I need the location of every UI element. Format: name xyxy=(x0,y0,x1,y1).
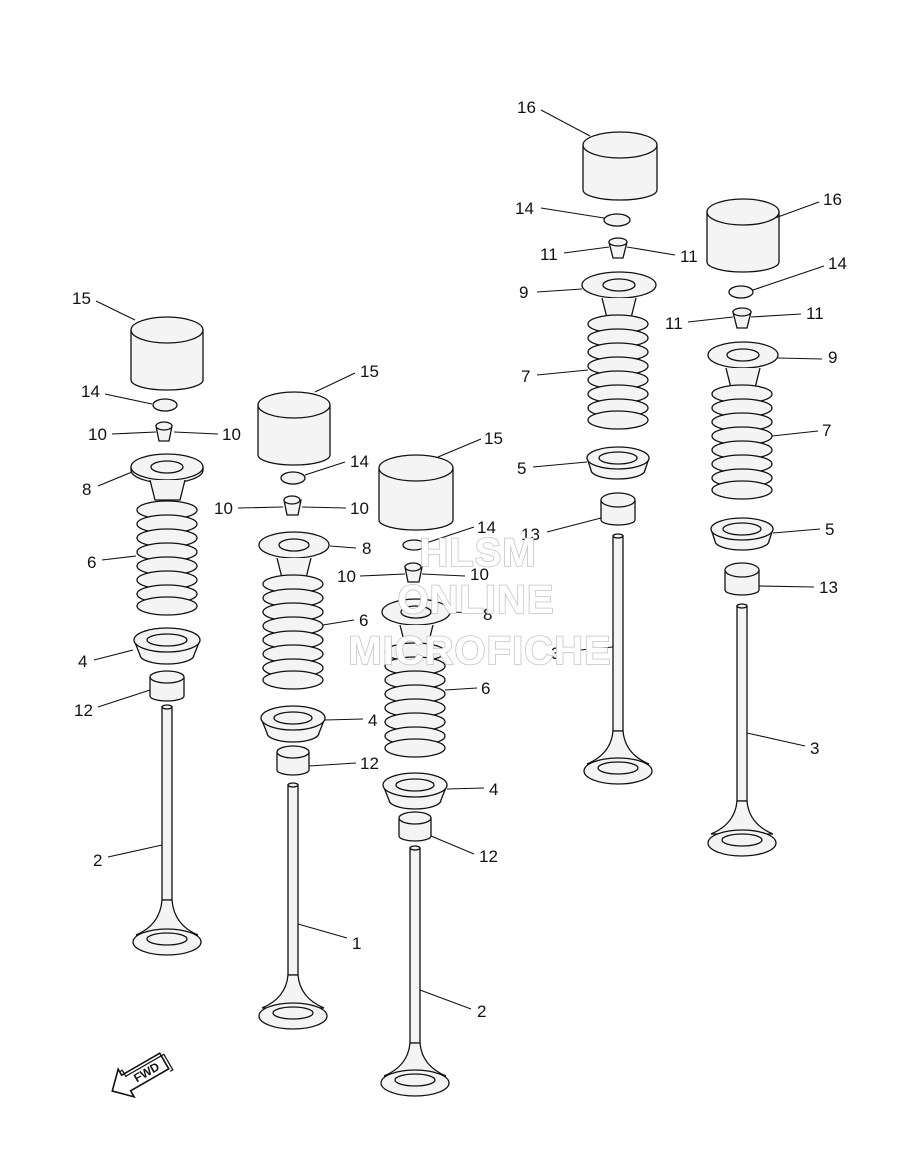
fwd-arrow-icon: FWD xyxy=(111,1052,174,1099)
callout-9-d: 9 xyxy=(519,283,528,302)
cotter-11-e xyxy=(732,307,752,329)
tappet-15-b xyxy=(257,391,331,466)
callout-11-d-right: 11 xyxy=(680,247,698,266)
callout-10-b-left: 10 xyxy=(214,499,233,518)
shim-14-e xyxy=(728,285,754,299)
tappet-15-c xyxy=(378,454,454,531)
callout-5-e: 5 xyxy=(825,520,834,539)
callout-11-e-right: 11 xyxy=(806,304,824,323)
valve-assembly-d xyxy=(581,131,658,785)
callout-15-b: 15 xyxy=(360,362,379,381)
shim-14-d xyxy=(603,213,631,227)
callout-4-b: 4 xyxy=(368,711,377,730)
shim-14-b xyxy=(280,471,306,485)
tappet-15-a xyxy=(130,316,204,391)
callout-14-d: 14 xyxy=(515,199,534,218)
valve-assembly-a xyxy=(130,316,204,956)
spring-seat-4-a xyxy=(133,627,201,665)
callout-8-c: 8 xyxy=(483,605,492,624)
callout-7-d: 7 xyxy=(521,367,530,386)
retainer-9-e xyxy=(707,341,779,389)
watermark-line-2: ONLINE xyxy=(397,578,554,622)
callout-12-b: 12 xyxy=(360,754,379,773)
watermark: HLSM ONLINE MICROFICHE xyxy=(348,530,612,674)
callout-2-c: 2 xyxy=(477,1002,486,1021)
valve-3-d xyxy=(583,533,653,785)
callout-10-b-right: 10 xyxy=(350,499,369,518)
spring-7-e xyxy=(711,384,773,500)
shim-14-a xyxy=(152,398,178,412)
callout-6-c: 6 xyxy=(481,679,490,698)
callout-10-a-right: 10 xyxy=(222,425,241,444)
callout-12-c: 12 xyxy=(479,847,498,866)
callout-8-b: 8 xyxy=(362,539,371,558)
lifter-16-e xyxy=(706,198,780,273)
callout-labels: 15 14 10 10 8 6 4 12 2 15 14 10 10 8 6 4… xyxy=(72,98,847,1021)
retainer-8-b xyxy=(258,531,330,579)
spring-seat-4-c xyxy=(382,772,448,810)
callout-4-c: 4 xyxy=(489,780,498,799)
valve-2-a xyxy=(132,704,202,956)
stem-seal-12-b xyxy=(276,745,310,776)
spring-6-c xyxy=(384,642,446,758)
valve-assembly-e xyxy=(706,198,780,857)
retainer-8-c xyxy=(381,598,451,646)
callout-14-c: 14 xyxy=(477,518,496,537)
callout-4-a: 4 xyxy=(78,652,87,671)
callout-13-e: 13 xyxy=(819,578,838,597)
valve-assembly-c xyxy=(378,454,454,1097)
valve-assembly-b xyxy=(257,391,331,1030)
callout-15-a: 15 xyxy=(72,289,91,308)
cotter-10-c xyxy=(404,562,423,583)
retainer-8-a xyxy=(130,453,204,501)
callout-14-e: 14 xyxy=(828,254,847,273)
shim-14-c xyxy=(402,539,426,551)
valve-1-b xyxy=(258,782,328,1030)
spring-seat-4-b xyxy=(260,705,326,743)
spring-7-d xyxy=(587,314,649,430)
callout-1-b: 1 xyxy=(352,934,361,953)
callout-2-a: 2 xyxy=(93,851,102,870)
cotter-10-b xyxy=(283,495,302,516)
watermark-line-1: HLSM xyxy=(419,531,536,575)
retainer-9-d xyxy=(581,271,657,319)
callout-6-a: 6 xyxy=(87,553,96,572)
stem-seal-13-d xyxy=(600,492,636,526)
spring-6-a xyxy=(136,500,198,616)
lifter-16-d xyxy=(582,131,658,201)
spring-seat-5-e xyxy=(710,517,774,551)
cotter-11-d xyxy=(608,237,628,259)
callout-9-e: 9 xyxy=(828,348,837,367)
callout-7-e: 7 xyxy=(822,421,831,440)
spring-6-b xyxy=(262,574,324,690)
callout-13-d: 13 xyxy=(521,525,540,544)
cotter-10-a xyxy=(155,421,173,442)
callout-14-a: 14 xyxy=(81,382,100,401)
callout-3-e: 3 xyxy=(810,739,819,758)
callout-16-e: 16 xyxy=(823,190,842,209)
callout-10-c-left: 10 xyxy=(337,567,356,586)
callout-10-c-right: 10 xyxy=(470,565,489,584)
leader-lines xyxy=(93,109,825,1010)
stem-seal-13-e xyxy=(724,562,760,596)
callout-5-d: 5 xyxy=(517,459,526,478)
callout-16-d: 16 xyxy=(517,98,536,117)
callout-11-e-left: 11 xyxy=(665,314,683,333)
stem-seal-12-a xyxy=(149,670,185,702)
callout-10-a-left: 10 xyxy=(88,425,107,444)
valve-3-e xyxy=(707,603,777,857)
spring-seat-5-d xyxy=(586,446,650,480)
callout-6-b: 6 xyxy=(359,611,368,630)
callout-11-d-left: 11 xyxy=(540,245,558,264)
callout-3-d: 3 xyxy=(551,644,560,663)
callout-15-c: 15 xyxy=(484,429,503,448)
callout-8-a: 8 xyxy=(82,480,91,499)
watermark-line-3: MICROFICHE xyxy=(348,629,611,673)
stem-seal-12-c xyxy=(398,811,432,842)
callout-12-a: 12 xyxy=(74,701,93,720)
valve-2-c xyxy=(380,845,450,1097)
callout-14-b: 14 xyxy=(350,452,369,471)
